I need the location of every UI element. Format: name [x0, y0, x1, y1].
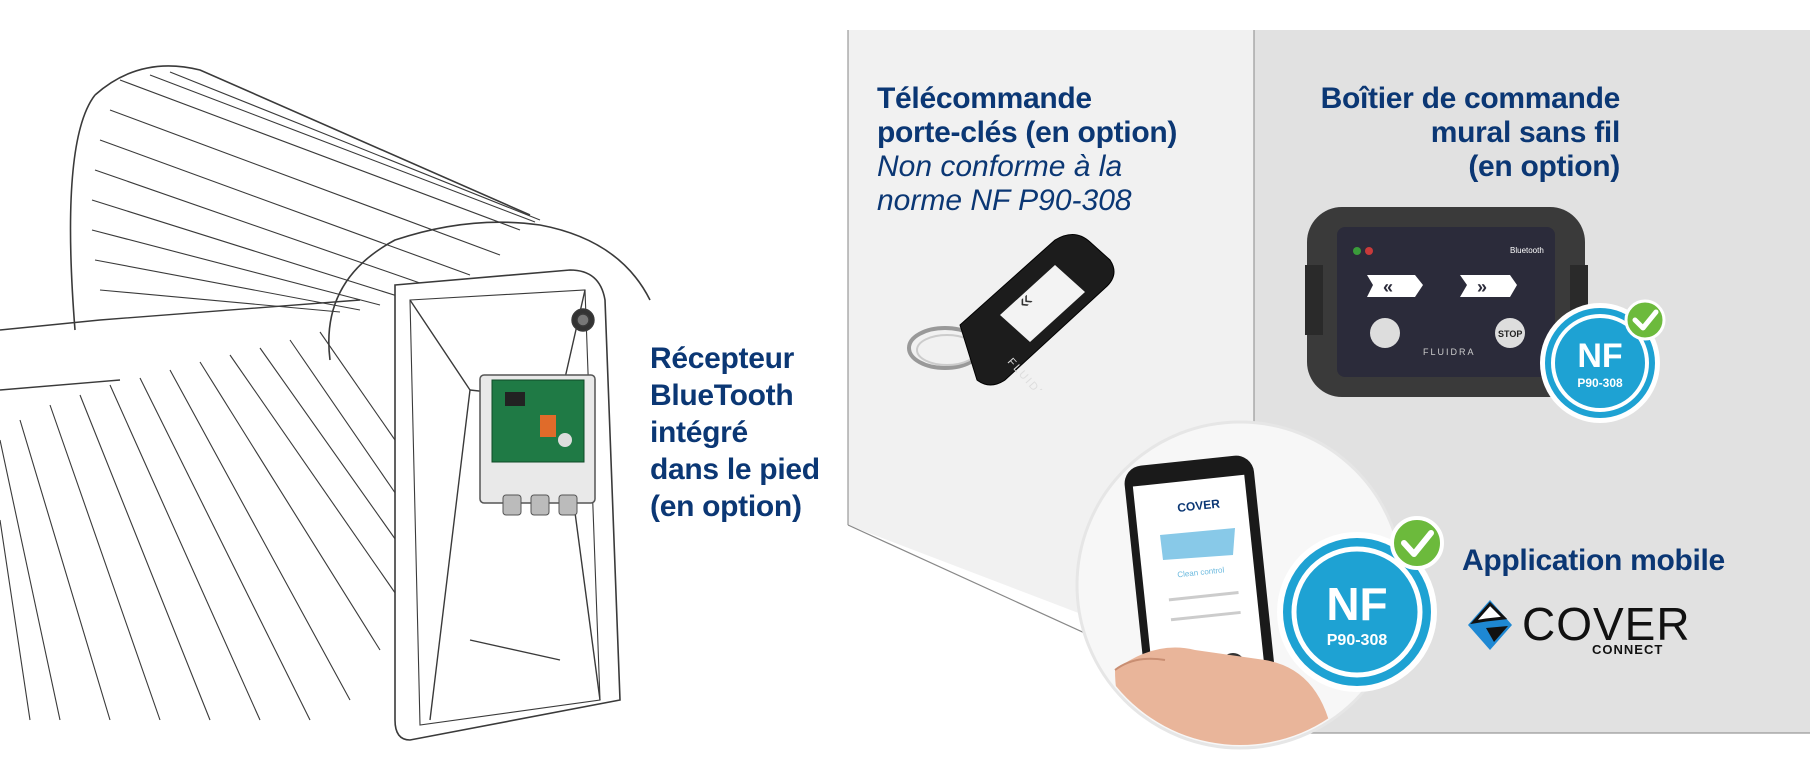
wall-box-title-line: Boîtier de commande — [1320, 82, 1621, 115]
receiver-label-line: BlueTooth — [650, 379, 794, 412]
remote-note-line: norme NF P90-308 — [877, 184, 1132, 217]
nf-badge-large: NF P90-308 — [1277, 516, 1444, 692]
svg-text:«: « — [1383, 277, 1393, 297]
remote-title-line: Télécommande — [877, 82, 1092, 115]
phone-logo: COVER — [1177, 497, 1221, 515]
remote-note-line: Non conforme à la — [877, 150, 1123, 183]
roller-cover-illustration — [0, 65, 651, 741]
svg-text:»: » — [1477, 277, 1487, 297]
check-icon — [1624, 299, 1666, 341]
app-label: Application mobile — [1462, 544, 1725, 577]
receiver-label-line: Récepteur — [650, 342, 795, 375]
receiver-label: Récepteur BlueTooth intégré dans le pied… — [650, 340, 820, 525]
receiver-box — [479, 374, 596, 516]
svg-text:NF: NF — [1326, 578, 1387, 630]
wall-box-title-line: mural sans fil — [1430, 116, 1621, 149]
bt-label: Bluetooth — [1510, 246, 1544, 255]
nf-badge-small: NF P90-308 — [1540, 299, 1666, 423]
receiver-label-line: dans le pied — [650, 453, 820, 486]
cover-connect-logo: COVER CONNECT — [1468, 598, 1691, 657]
logo-word: COVER — [1522, 598, 1691, 650]
svg-text:P90-308: P90-308 — [1327, 632, 1388, 649]
svg-text:NF: NF — [1577, 337, 1622, 375]
receiver-label-line: (en option) — [650, 490, 802, 523]
wall-box-title-line: (en option) — [1468, 150, 1620, 183]
remote-label: Télécommande porte-clés (en option) Non … — [877, 82, 1177, 218]
check-icon — [1390, 516, 1444, 570]
stop-label: STOP — [1498, 329, 1522, 339]
receiver-label-line: intégré — [650, 416, 748, 449]
remote-title-line: porte-clés (en option) — [877, 116, 1178, 149]
logo-sub: CONNECT — [1592, 642, 1663, 657]
wall-box-brand: FLUIDRA — [1423, 347, 1476, 357]
keyfob-remote-image: « FLUIDRA — [907, 234, 1115, 390]
svg-text:P90-308: P90-308 — [1577, 376, 1623, 390]
wall-box-label: Boîtier de commande mural sans fil (en o… — [1290, 82, 1621, 184]
